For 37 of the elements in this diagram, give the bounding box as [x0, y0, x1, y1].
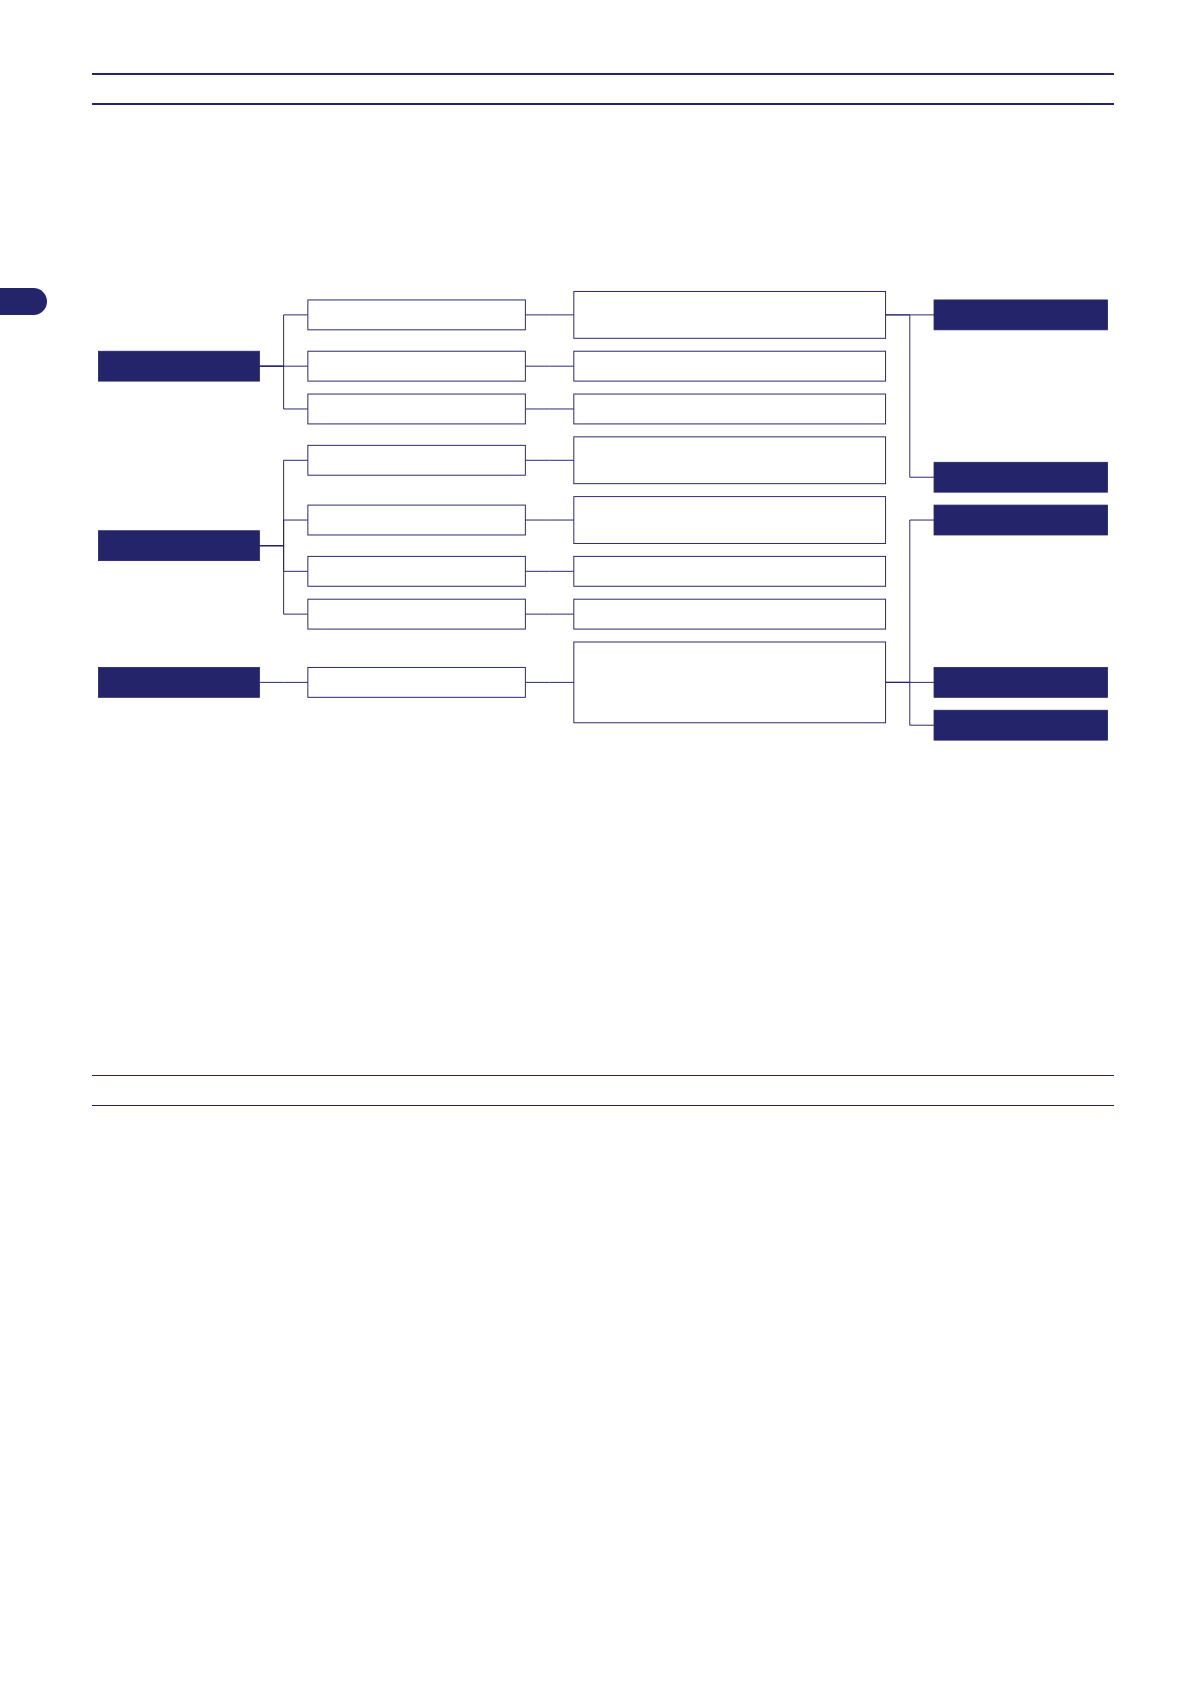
outline-box	[573, 290, 887, 339]
connector-line	[524, 519, 575, 521]
connector-line	[258, 365, 309, 410]
outline-box	[307, 555, 526, 587]
filled-box	[933, 504, 1108, 536]
connector-line	[258, 545, 309, 615]
outline-box	[307, 504, 526, 536]
section-header-bar	[98, 530, 260, 562]
outline-box	[573, 641, 887, 724]
outline-box	[307, 666, 526, 698]
filled-box	[933, 667, 1108, 698]
filled-box	[933, 709, 1108, 741]
connector-line	[524, 365, 575, 367]
connector-line	[524, 681, 575, 683]
outline-box	[573, 393, 887, 425]
connector-line	[524, 459, 575, 461]
connector-line	[524, 408, 575, 410]
outline-box	[307, 393, 526, 425]
connector-line	[885, 314, 935, 478]
filled-box	[933, 299, 1108, 331]
outline-box	[307, 598, 526, 630]
section-header-bar	[98, 667, 260, 698]
connector-line	[885, 681, 935, 726]
connector-line	[524, 613, 575, 615]
connector-line	[524, 570, 575, 572]
outline-box	[307, 350, 526, 382]
section-header-bar	[98, 350, 260, 382]
outline-box	[307, 299, 526, 331]
outline-box	[573, 436, 887, 485]
filled-box	[933, 461, 1108, 493]
outline-box	[307, 444, 526, 476]
connector-line	[258, 681, 309, 683]
connector-line	[524, 314, 575, 316]
outline-box	[573, 555, 887, 587]
outline-box	[573, 496, 887, 544]
outline-box	[573, 598, 887, 630]
outline-box	[573, 350, 887, 382]
